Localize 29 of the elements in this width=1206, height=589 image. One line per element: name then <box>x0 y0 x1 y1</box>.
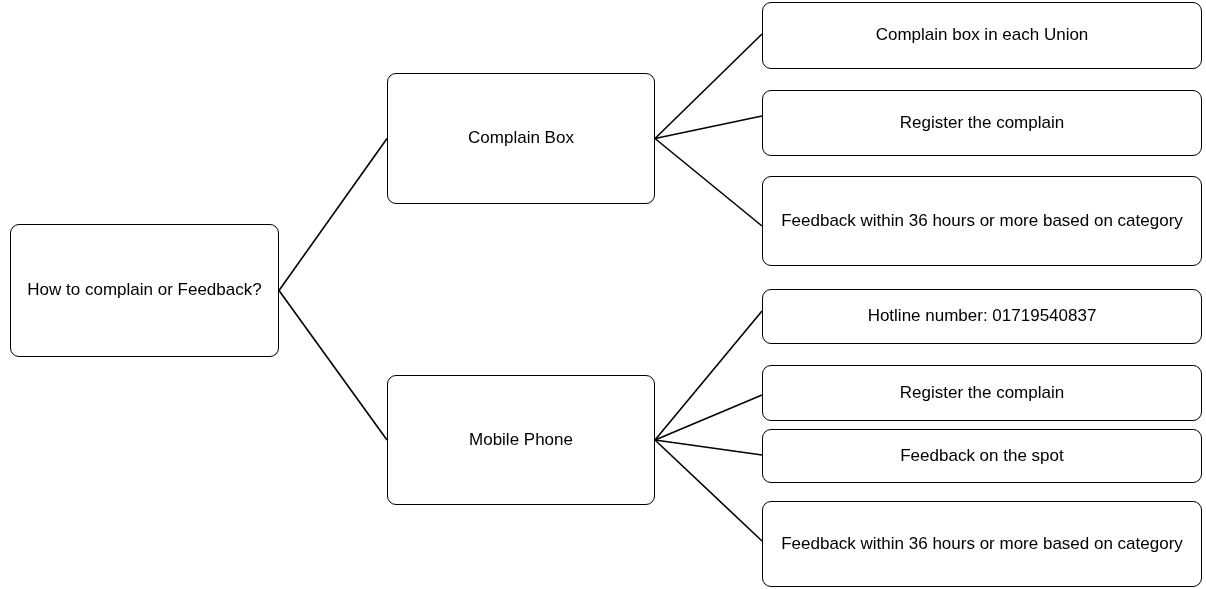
node-text: Register the complain <box>899 381 1065 404</box>
text-box <box>762 90 1202 156</box>
node-text: Mobile Phone <box>469 428 573 451</box>
text-box <box>10 224 279 357</box>
text-box <box>762 289 1202 344</box>
connector-line <box>278 137 388 292</box>
text-box <box>762 365 1202 421</box>
node-text: Complain Box <box>468 127 574 150</box>
node-text: Hotline number: 01719540837 <box>867 305 1097 328</box>
text-box <box>762 2 1202 69</box>
connector-line <box>654 137 763 227</box>
connector-line <box>654 310 763 441</box>
node-text: Register the complain <box>899 111 1065 134</box>
node-text: Feedback within 36 hours or more based on category <box>781 532 1183 555</box>
node-text: Complain box in each Union <box>875 24 1089 47</box>
connector-line <box>654 439 763 542</box>
text-box <box>387 73 655 204</box>
node-text: Feedback within 36 hours or more based on category <box>781 209 1183 232</box>
connector-line <box>654 33 763 140</box>
connector-line <box>278 289 388 441</box>
text-box <box>762 176 1202 266</box>
text-box <box>762 501 1202 587</box>
node-text: Feedback on the spot <box>900 444 1064 467</box>
text-box <box>387 375 655 505</box>
connector-line <box>654 115 763 140</box>
connector-line <box>654 439 763 456</box>
connector-line <box>654 394 763 441</box>
node-text: How to complain or Feedback? <box>27 279 262 302</box>
text-box <box>762 429 1202 483</box>
